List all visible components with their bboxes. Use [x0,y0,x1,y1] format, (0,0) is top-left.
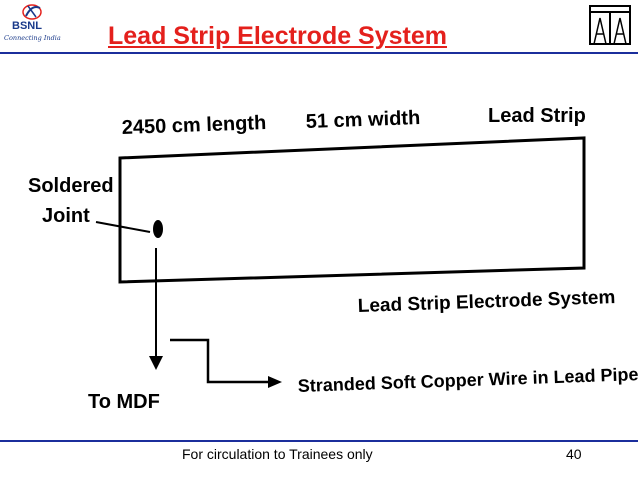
page-number: 40 [566,446,582,462]
logo-text: BSNL [12,20,42,32]
gate-icon [588,4,632,46]
soldered-label: Soldered [28,175,114,197]
joint-label: Joint [42,205,90,227]
footer-text: For circulation to Trainees only [182,446,373,462]
width-label: 51 cm width [305,107,420,133]
bsnl-logo-icon [4,2,60,48]
system-label: Lead Strip Electrode System [357,287,615,317]
joint-pointer [95,221,151,233]
wire-leader [170,338,272,384]
wire-arrow-head [268,376,282,388]
footer-rule [0,440,638,442]
mdf-arrow-head [149,356,163,370]
length-label: 2450 cm length [121,112,266,139]
logo-tagline: Connecting India [4,34,61,42]
wire-label: Stranded Soft Copper Wire in Lead Pipe [297,364,638,396]
header-rule [0,52,638,54]
soldered-joint-dot [153,220,163,238]
strip-label: Lead Strip [488,105,586,127]
lead-strip-shape [118,136,586,284]
mdf-label: To MDF [88,391,160,413]
slide-title: Lead Strip Electrode System [108,22,448,50]
